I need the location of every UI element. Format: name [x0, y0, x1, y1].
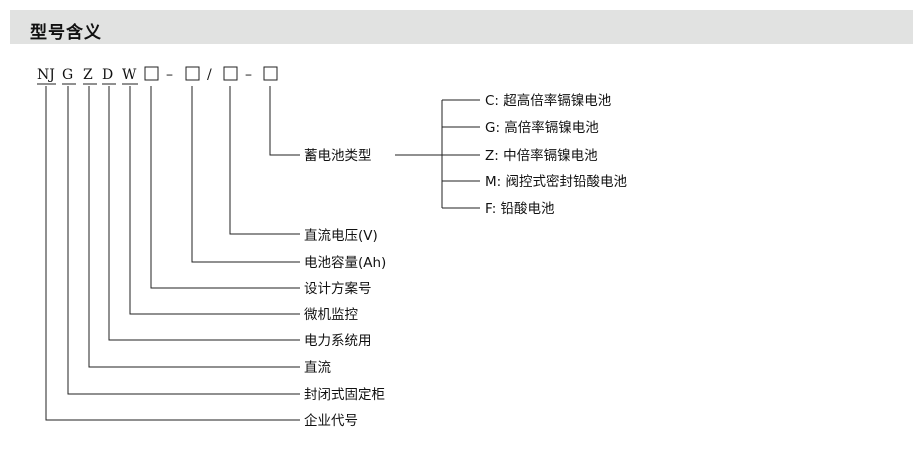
- code-box-design-no: [144, 66, 159, 81]
- field-label-battery-type: 蓄电池类型: [304, 148, 372, 164]
- battery-type-g: G: 高倍率镉镍电池: [485, 119, 599, 136]
- leader-monitoring: [129, 86, 300, 315]
- leader-voltage: [229, 86, 300, 235]
- field-label-capacity: 电池容量(Ah): [304, 254, 386, 271]
- code-letter-z: Z: [83, 67, 93, 83]
- leader-cabinet: [67, 86, 300, 395]
- code-separator-3: –: [245, 67, 252, 83]
- field-label-design-no: 设计方案号: [304, 280, 372, 297]
- code-box-battery-type: [263, 66, 278, 81]
- field-label-company-code: 企业代号: [304, 412, 358, 429]
- code-letter-nj: NJ: [37, 67, 55, 83]
- leader-company-code: [45, 86, 300, 421]
- code-letter-d: D: [102, 67, 113, 83]
- field-label-monitoring: 微机监控: [304, 307, 358, 323]
- field-label-power-system: 电力系统用: [304, 333, 372, 349]
- page-title: 型号含义: [30, 23, 102, 43]
- battery-type-f: F: 铅酸电池: [485, 201, 555, 217]
- leader-power-system: [108, 86, 300, 341]
- code-box-capacity: [185, 66, 200, 81]
- code-separator-1: –: [166, 67, 173, 83]
- header-bar: 型号含义: [10, 10, 913, 44]
- leader-capacity: [191, 86, 300, 263]
- leader-battery-type: [269, 86, 300, 156]
- battery-type-c: C: 超高倍率镉镍电池: [485, 92, 611, 109]
- battery-type-m: M: 阀控式密封铅酸电池: [485, 173, 627, 190]
- code-letter-g: G: [62, 67, 73, 83]
- code-box-voltage: [223, 66, 238, 81]
- field-label-voltage: 直流电压(V): [304, 228, 378, 244]
- leader-design-no: [150, 86, 300, 289]
- code-separator-2: /: [207, 67, 212, 83]
- field-label-cabinet: 封闭式固定柜: [304, 387, 385, 403]
- leader-dc: [88, 86, 300, 368]
- code-letter-w: W: [122, 67, 137, 83]
- battery-type-z: Z: 中倍率镉镍电池: [485, 147, 598, 164]
- field-label-dc: 直流: [304, 360, 331, 376]
